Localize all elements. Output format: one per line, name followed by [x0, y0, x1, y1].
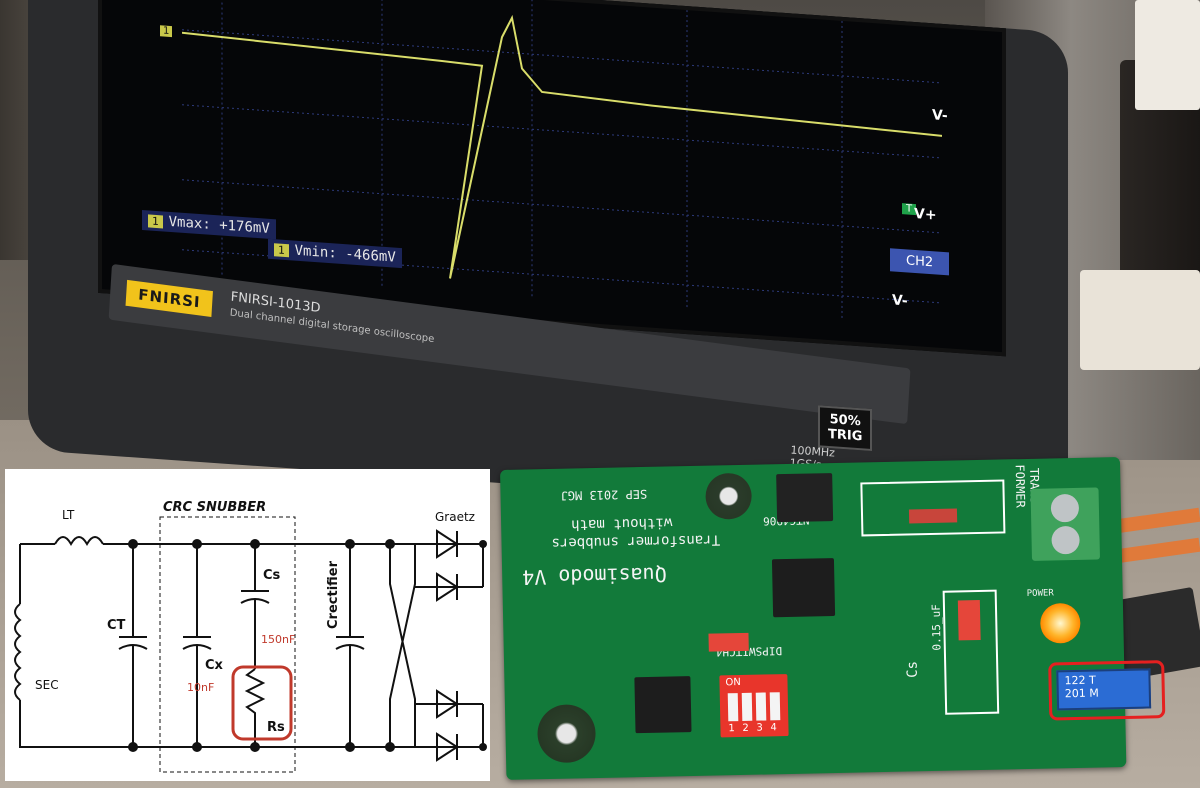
- transformer-bobbin: [1080, 270, 1200, 370]
- trim-potentiometer[interactable]: 122 T 201 M: [1056, 668, 1152, 711]
- lt-label: LT: [62, 508, 75, 522]
- cx-value: 10nF: [187, 681, 214, 694]
- pcb-subtitle-1: Transformer snubbers: [551, 531, 721, 551]
- waveform-trace: [182, 14, 942, 279]
- graetz-label: Graetz: [435, 510, 475, 524]
- dip-switch-2[interactable]: [741, 692, 753, 721]
- transformer-clip: [1135, 0, 1200, 110]
- pot-text-2: 201 M: [1064, 686, 1099, 701]
- electrolytic-capacitor-2: [536, 704, 597, 764]
- red-capacitor: [708, 632, 749, 652]
- model-subtitle: Dual channel digital storage oscilloscop…: [229, 307, 435, 346]
- pcb-subtitle-2: without math: [570, 514, 673, 533]
- brand-logo: FNIRSI: [125, 279, 214, 318]
- screw-icon[interactable]: [1050, 493, 1080, 523]
- dip-number-2: 2: [742, 722, 749, 734]
- leakage-inductor: [54, 536, 104, 547]
- dip-switch-4[interactable]: [769, 692, 781, 721]
- ch2-button[interactable]: CH2: [890, 248, 950, 276]
- electrolytic-capacitor: [705, 472, 753, 520]
- rs-label: Rs: [267, 720, 285, 735]
- cs-capacitor: [957, 599, 981, 641]
- side-label-vminus-2[interactable]: V-: [892, 292, 908, 310]
- ct-label: CT: [107, 618, 126, 633]
- side-label-vminus[interactable]: V-: [932, 107, 948, 125]
- cs-label: Cs: [263, 568, 281, 583]
- pcb-title: Quasimodo V4: [522, 562, 667, 590]
- snubber-schematic: LT CRC SNUBBER Graetz CT Cx 10nF Cs 150n…: [5, 469, 490, 781]
- dip-number-1: 1: [728, 723, 735, 735]
- ic-chip-u2: [771, 558, 836, 618]
- side-label-vplus[interactable]: V+: [914, 205, 937, 224]
- pcb-date: SEP 2013 MGJ: [560, 486, 648, 503]
- pcb-board: SEP 2013 MGJ Transformer snubbers withou…: [500, 457, 1166, 780]
- trigger-label: TRIG: [828, 426, 863, 445]
- ntc-component: [776, 473, 834, 523]
- cs-silk-label: Cs: [904, 660, 921, 678]
- graetz-bridge: [415, 529, 487, 762]
- cx-label: Cx: [205, 658, 224, 673]
- rs-highlight: [231, 665, 293, 741]
- scope-grid: [182, 0, 942, 321]
- snubber-label: CRC SNUBBER: [163, 500, 266, 515]
- red-capacitor-2: [908, 508, 958, 524]
- trigger-button[interactable]: 50% TRIG: [818, 405, 873, 452]
- schematic-drawing: LT CRC SNUBBER Graetz CT Cx 10nF Cs 150n…: [14, 500, 487, 773]
- ic-chip-u1: [634, 676, 692, 734]
- channel-marker: 1: [160, 25, 173, 38]
- dip-switch-3[interactable]: [755, 692, 767, 721]
- screw-icon[interactable]: [1051, 525, 1080, 555]
- vmax-channel: 1: [148, 214, 163, 229]
- trans-label-2: FORMER: [1012, 464, 1028, 508]
- sec-label: SEC: [35, 678, 59, 692]
- rs-resistor: [244, 668, 266, 747]
- power-label: POWER: [1026, 588, 1054, 599]
- dip-on-label: ON: [725, 677, 741, 689]
- cs-value: 150nF: [261, 633, 295, 646]
- dip-switch-1[interactable]: [727, 693, 739, 722]
- screw-terminal: [1030, 487, 1101, 561]
- vmin-channel: 1: [274, 243, 289, 258]
- dip-number-3: 3: [756, 722, 763, 734]
- dip-switch[interactable]: ON 1 2 3 4: [719, 674, 789, 738]
- crectifier-label: Crectifier: [326, 560, 341, 629]
- cap-range-label: 0.15_uF: [929, 604, 944, 651]
- secondary-coil: [14, 603, 22, 701]
- dip-number-4: 4: [770, 722, 777, 734]
- power-led: [1039, 602, 1081, 644]
